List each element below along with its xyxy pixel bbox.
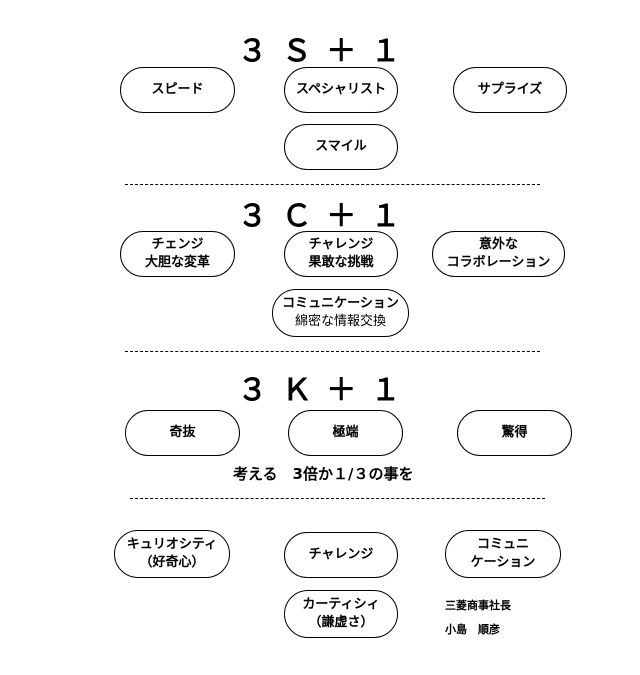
pill-line1: コミュニケーション — [282, 296, 399, 311]
pill-label: 奇抜 — [169, 425, 196, 440]
divider-1 — [125, 184, 540, 185]
heading-3k: ３ Ｋ ＋ １ — [237, 373, 403, 408]
pill-line1: コミュニ — [476, 537, 529, 552]
pill-line1: チェンジ — [151, 237, 204, 252]
pill-collaboration: 意外な コラボレーション — [432, 231, 565, 277]
pill-communication: コミュニケーション 綿密な情報交換 — [272, 289, 409, 337]
pill-kyokutan: 極端 — [288, 410, 403, 456]
pill-label: サプライズ — [477, 82, 543, 97]
pill-line2: 果敢な挑戦 — [308, 255, 374, 270]
pill-courtesy: カーティシィ （謙虚さ） — [284, 590, 398, 638]
pill-smile: スマイル — [284, 124, 398, 170]
pill-line2: 綿密な情報交換 — [294, 314, 386, 329]
pill-label: スピード — [151, 82, 204, 97]
pill-label: スマイル — [315, 139, 367, 154]
pill-line1: チャレンジ — [308, 237, 374, 252]
pill-specialist: スペシャリスト — [284, 67, 398, 113]
pill-surprise: サプライズ — [453, 67, 567, 113]
think-note: 考える 3倍か１/３の事を — [233, 465, 414, 483]
pill-kyoutoku: 驚得 — [457, 410, 572, 456]
pill-speed: スピード — [120, 67, 235, 113]
pill-line2: 大胆な変革 — [144, 255, 210, 270]
pill-line1: カーティシィ — [302, 597, 380, 612]
pill-line1: チャレンジ — [308, 547, 374, 562]
pill-label: スペシャリスト — [295, 82, 387, 97]
pill-change: チェンジ 大胆な変革 — [120, 231, 235, 277]
pill-line1: キュリオシティ — [126, 537, 218, 552]
heading-3s: ３ Ｓ ＋ １ — [237, 34, 403, 69]
pill-line2: （謙虚さ） — [308, 615, 374, 630]
pill-final-communication: コミュニ ケーション — [445, 530, 561, 578]
pill-kibatsu: 奇抜 — [125, 410, 240, 456]
heading-3c: ３ Ｃ ＋ １ — [237, 199, 403, 234]
pill-label: 極端 — [332, 425, 359, 440]
pill-line1: 意外な — [478, 237, 518, 252]
pill-line2: ケーション — [470, 555, 536, 570]
pill-challenge: チャレンジ 果敢な挑戦 — [284, 231, 398, 277]
signature-title: 三菱商事社長 — [445, 599, 511, 612]
pill-label: 驚得 — [501, 425, 528, 440]
pill-line2: コラボレーション — [446, 255, 551, 270]
pill-final-challenge: チャレンジ — [284, 532, 398, 578]
signature-name: 小島 順彦 — [445, 623, 500, 636]
divider-2 — [125, 351, 540, 352]
pill-line2: （好奇心） — [139, 555, 205, 570]
pill-curiosity: キュリオシティ （好奇心） — [114, 530, 230, 578]
divider-3 — [130, 498, 545, 499]
